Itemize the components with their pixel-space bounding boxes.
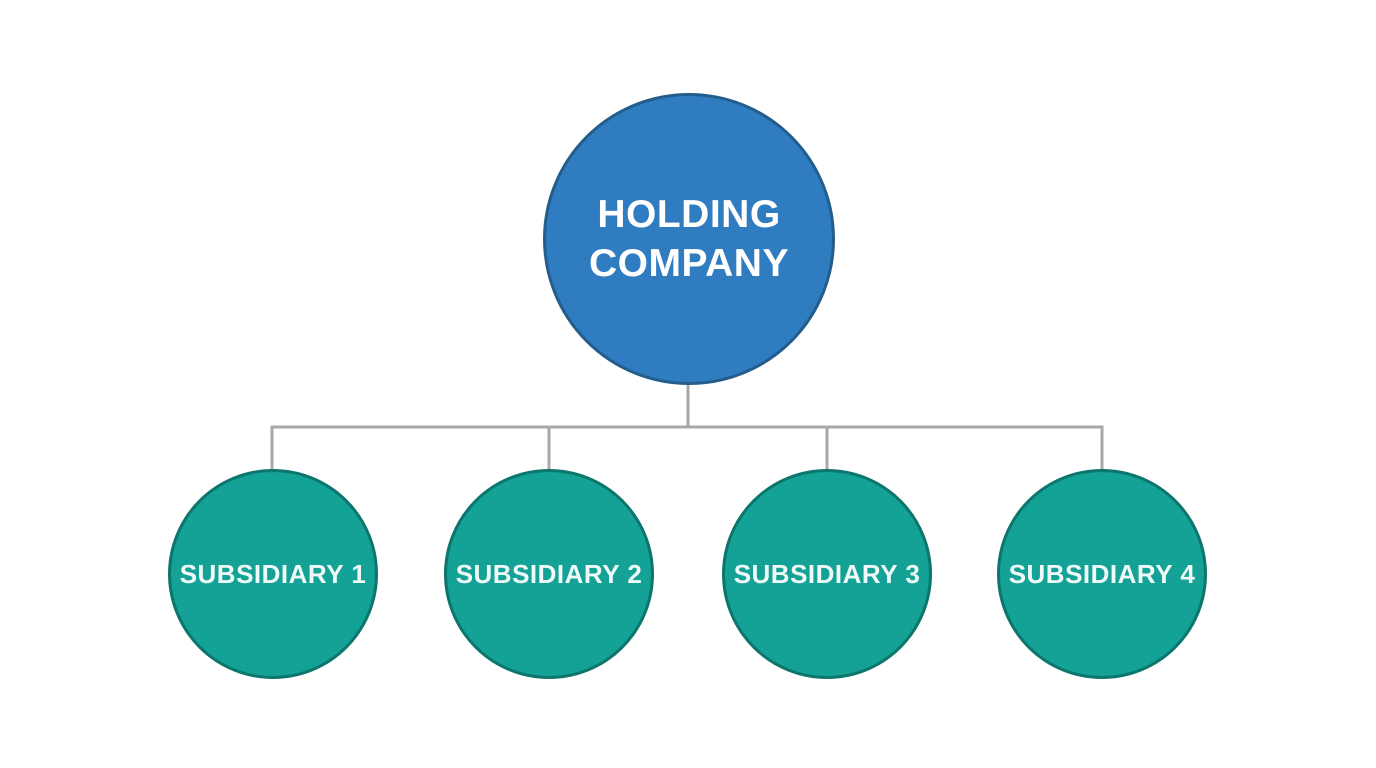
node-subsidiary-4: SUBSIDIARY 4 <box>997 469 1207 679</box>
node-subsidiary-2: SUBSIDIARY 2 <box>444 469 654 679</box>
node-subsidiary-3: SUBSIDIARY 3 <box>722 469 932 679</box>
node-subsidiary-3-label: SUBSIDIARY 3 <box>733 558 921 589</box>
node-holding-company: HOLDING COMPANY <box>543 93 835 385</box>
node-holding-company-label: HOLDING COMPANY <box>589 192 789 285</box>
node-subsidiary-1: SUBSIDIARY 1 <box>168 469 378 679</box>
node-subsidiary-2-label: SUBSIDIARY 2 <box>455 558 643 589</box>
node-subsidiary-4-label: SUBSIDIARY 4 <box>1008 558 1196 589</box>
node-subsidiary-1-label: SUBSIDIARY 1 <box>179 558 367 589</box>
